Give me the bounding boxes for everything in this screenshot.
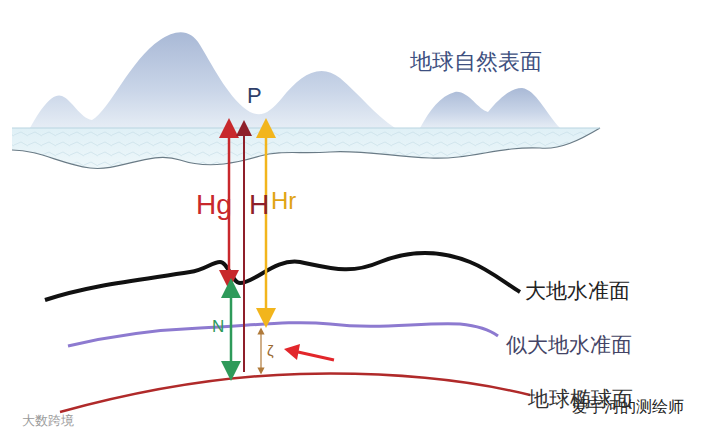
height-label: H (249, 190, 269, 221)
surface-label: 大地水准面 (525, 280, 630, 303)
point-label: P (247, 84, 262, 108)
watermark: 大数跨境 (22, 414, 74, 428)
surface-label: 似大地水准面 (506, 334, 632, 357)
separation-label: N (212, 318, 224, 337)
height-label: Hg (196, 190, 232, 221)
height-label: Hr (271, 188, 296, 214)
watermark: 爱宇河的测绘师 (572, 398, 684, 416)
surface-label: 地球自然表面 (410, 50, 542, 74)
anomaly-label: ζ (267, 343, 274, 360)
